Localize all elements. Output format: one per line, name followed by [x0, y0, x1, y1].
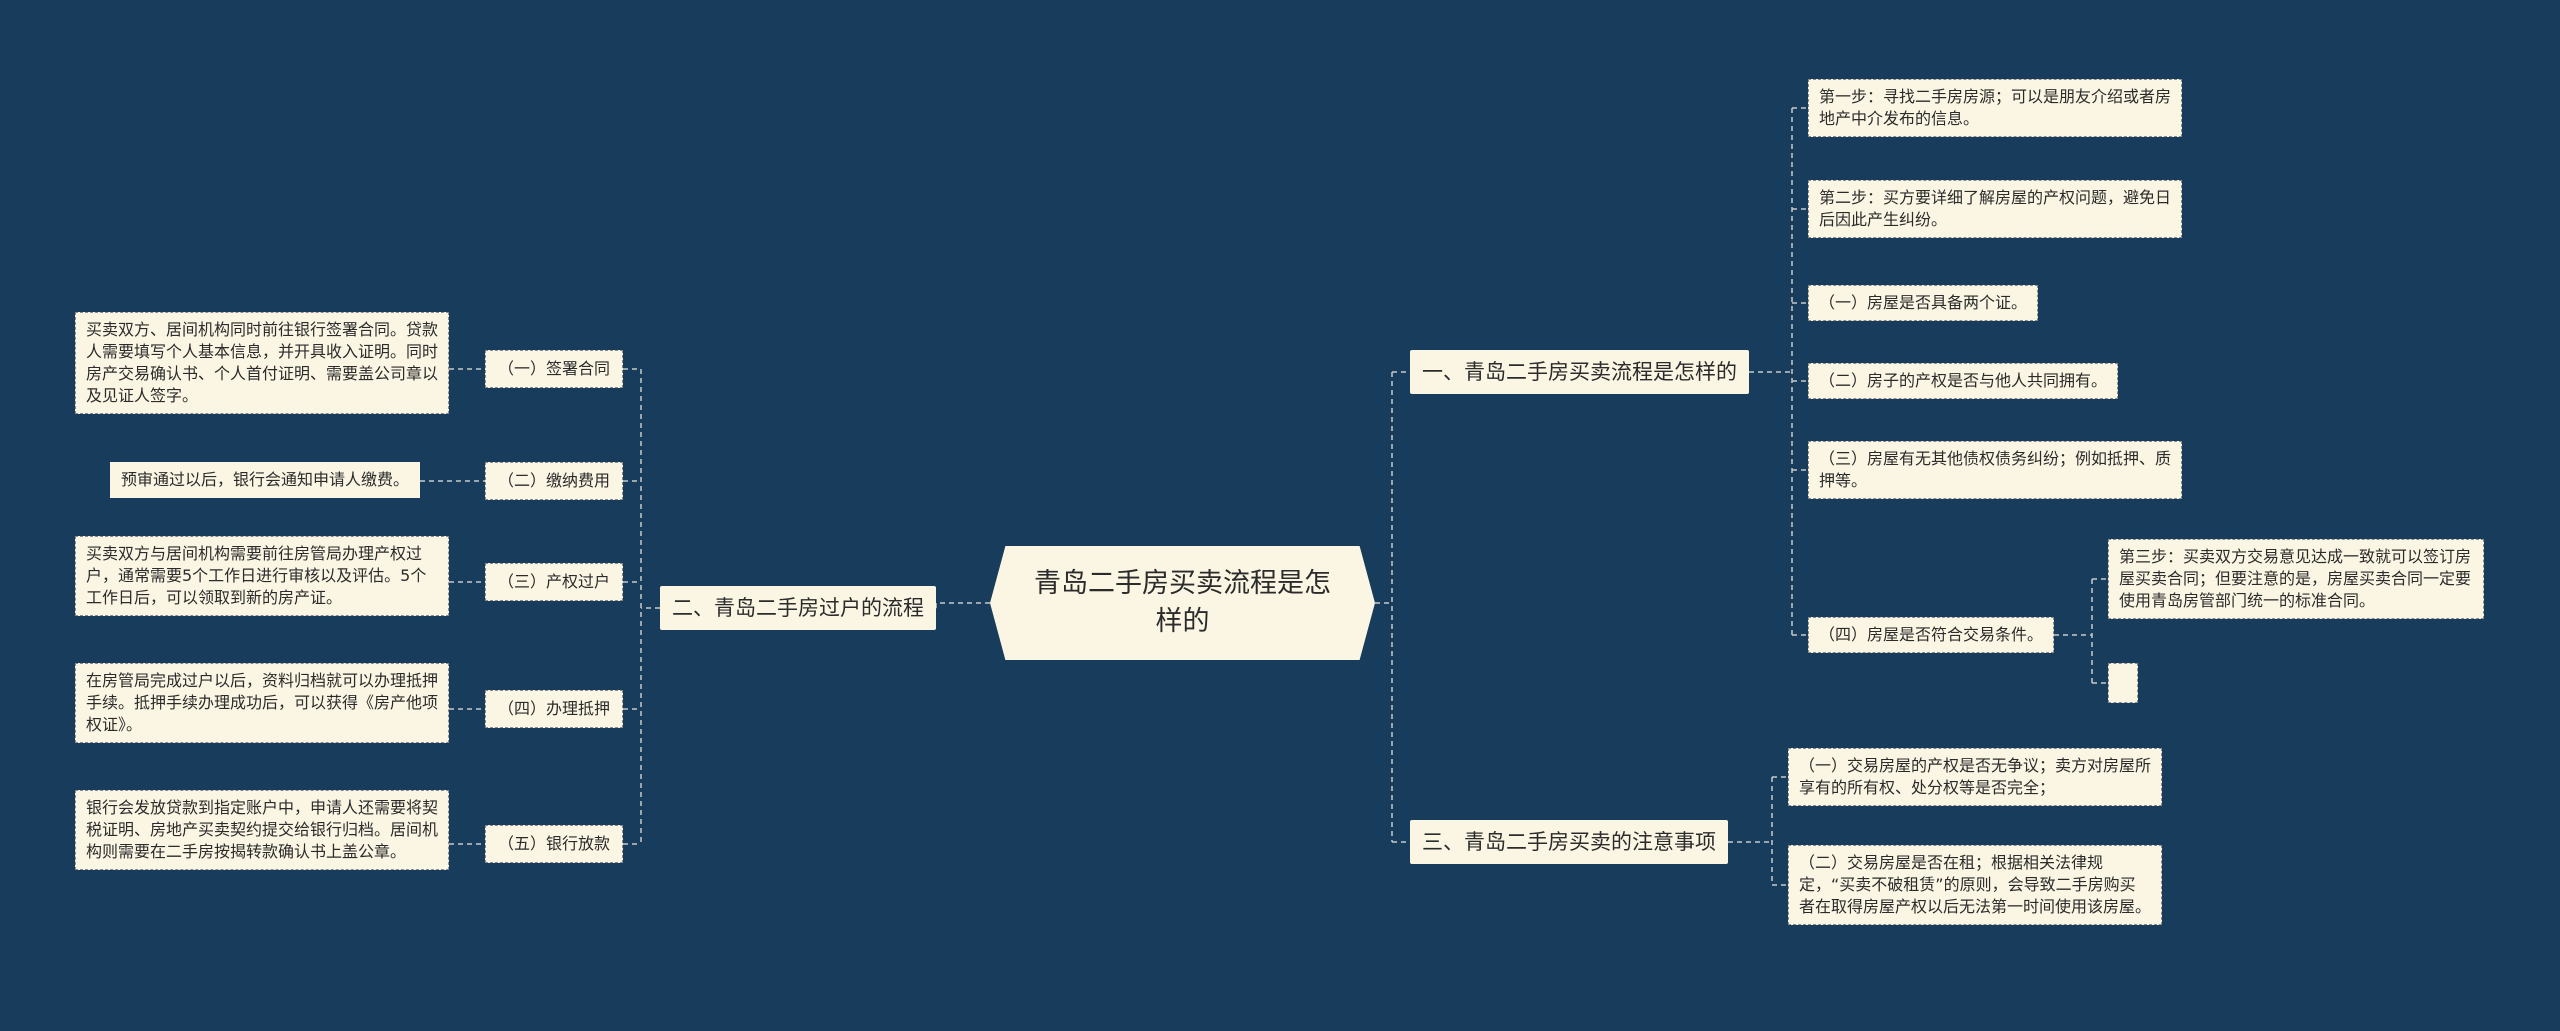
- leaf-text: 第二步：买方要详细了解房屋的产权问题，避免日后因此产生纠纷。: [1819, 188, 2172, 229]
- step-label: （一）签署合同: [498, 359, 611, 378]
- step-label: （二）缴纳费用: [498, 471, 611, 490]
- branch-precautions[interactable]: 三、青岛二手房买卖的注意事项: [1410, 820, 1728, 864]
- leaf-precaution-2[interactable]: （二）交易房屋是否在租；根据相关法律规定，“买卖不破租赁”的原则，会导致二手房购…: [1788, 845, 2162, 925]
- leaf-step1[interactable]: 第一步：寻找二手房房源；可以是朋友介绍或者房地产中介发布的信息。: [1808, 79, 2182, 137]
- leaf-text: 第一步：寻找二手房房源；可以是朋友介绍或者房地产中介发布的信息。: [1819, 87, 2172, 128]
- leaf-step3[interactable]: 第三步：买卖双方交易意见达成一致就可以签订房屋买卖合同；但要注意的是，房屋买卖合…: [2108, 539, 2484, 619]
- detail-transfer-title[interactable]: 买卖双方与居间机构需要前往房管局办理产权过户，通常需要5个工作日进行审核以及评估…: [75, 536, 449, 616]
- leaf-text: （二）交易房屋是否在租；根据相关法律规定，“买卖不破租赁”的原则，会导致二手房购…: [1799, 853, 2152, 916]
- detail-mortgage[interactable]: 在房管局完成过户以后，资料归档就可以办理抵押手续。抵押手续办理成功后，可以获得《…: [75, 663, 449, 743]
- step-label: （三）产权过户: [498, 572, 611, 591]
- detail-text: 买卖双方与居间机构需要前往房管局办理产权过户，通常需要5个工作日进行审核以及评估…: [86, 544, 427, 607]
- leaf-text: （二）房子的产权是否与他人共同拥有。: [1819, 371, 2108, 390]
- detail-text: 在房管局完成过户以后，资料归档就可以办理抵押手续。抵押手续办理成功后，可以获得《…: [86, 671, 439, 734]
- detail-text: 预审通过以后，银行会通知申请人缴费。: [121, 470, 410, 489]
- detail-text: 银行会发放贷款到指定账户中，申请人还需要将契税证明、房地产买卖契约提交给银行归档…: [86, 798, 439, 861]
- leaf-text: （四）房屋是否符合交易条件。: [1819, 625, 2044, 644]
- leaf-text: 第三步：买卖双方交易意见达成一致就可以签订房屋买卖合同；但要注意的是，房屋买卖合…: [2119, 547, 2472, 610]
- branch-label: 一、青岛二手房买卖流程是怎样的: [1422, 360, 1737, 384]
- leaf-check-debts[interactable]: （三）房屋有无其他债权债务纠纷；例如抵押、质押等。: [1808, 441, 2182, 499]
- step-mortgage[interactable]: （四）办理抵押: [485, 690, 624, 728]
- step-transfer-title[interactable]: （三）产权过户: [485, 563, 624, 601]
- leaf-precaution-1[interactable]: （一）交易房屋的产权是否无争议；卖方对房屋所享有的所有权、处分权等是否完全；: [1788, 748, 2162, 806]
- root-node[interactable]: 青岛二手房买卖流程是怎样的: [990, 546, 1375, 660]
- detail-pay-fees[interactable]: 预审通过以后，银行会通知申请人缴费。: [110, 462, 421, 498]
- root-title: 青岛二手房买卖流程是怎样的: [1034, 568, 1331, 637]
- step-loan-release[interactable]: （五）银行放款: [485, 825, 624, 863]
- step-label: （四）办理抵押: [498, 699, 611, 718]
- branch-label: 三、青岛二手房买卖的注意事项: [1422, 830, 1716, 854]
- leaf-text: （三）房屋有无其他债权债务纠纷；例如抵押、质押等。: [1819, 449, 2172, 490]
- leaf-check-coownership[interactable]: （二）房子的产权是否与他人共同拥有。: [1808, 363, 2119, 399]
- detail-text: 买卖双方、居间机构同时前往银行签署合同。贷款人需要填写个人基本信息，并开具收入证…: [86, 320, 439, 405]
- leaf-text: （一）房屋是否具备两个证。: [1819, 293, 2028, 312]
- step-sign-contract[interactable]: （一）签署合同: [485, 350, 624, 388]
- leaf-text: （一）交易房屋的产权是否无争议；卖方对房屋所享有的所有权、处分权等是否完全；: [1799, 756, 2152, 797]
- branch-transfer[interactable]: 二、青岛二手房过户的流程: [660, 586, 936, 630]
- leaf-step2[interactable]: 第二步：买方要详细了解房屋的产权问题，避免日后因此产生纠纷。: [1808, 180, 2182, 238]
- leaf-check-certificates[interactable]: （一）房屋是否具备两个证。: [1808, 285, 2039, 321]
- detail-loan-release[interactable]: 银行会发放贷款到指定账户中，申请人还需要将契税证明、房地产买卖契约提交给银行归档…: [75, 790, 449, 870]
- step-label: （五）银行放款: [498, 834, 611, 853]
- leaf-empty[interactable]: [2108, 663, 2138, 703]
- detail-sign-contract[interactable]: 买卖双方、居间机构同时前往银行签署合同。贷款人需要填写个人基本信息，并开具收入证…: [75, 312, 449, 414]
- branch-process[interactable]: 一、青岛二手房买卖流程是怎样的: [1410, 350, 1749, 394]
- leaf-check-conditions[interactable]: （四）房屋是否符合交易条件。: [1808, 617, 2055, 653]
- branch-label: 二、青岛二手房过户的流程: [672, 596, 924, 620]
- step-pay-fees[interactable]: （二）缴纳费用: [485, 462, 624, 500]
